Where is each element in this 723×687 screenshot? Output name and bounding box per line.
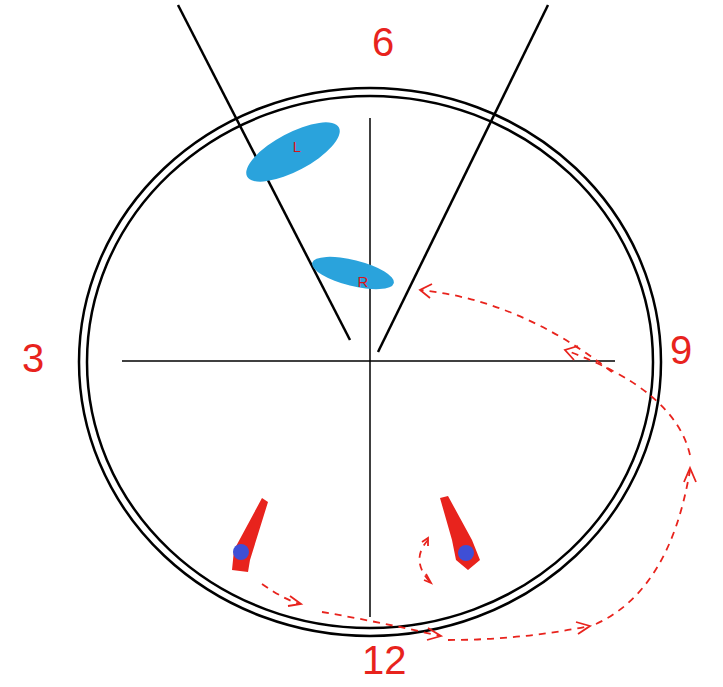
foot-label: L xyxy=(293,139,301,154)
vertical-axis xyxy=(369,118,371,617)
inner-ring xyxy=(87,96,653,628)
clock-number: 9 xyxy=(670,330,692,370)
outer-ring xyxy=(79,88,661,636)
horizontal-axis xyxy=(122,360,615,362)
clock-number: 12 xyxy=(362,640,407,680)
clock-number: 6 xyxy=(372,22,394,62)
target-line xyxy=(378,5,548,352)
club-head xyxy=(440,496,480,570)
footprint-shape xyxy=(308,252,398,294)
foot-label: R xyxy=(358,274,369,289)
footprint: R xyxy=(308,252,398,294)
clock-number: 3 xyxy=(22,338,44,378)
target-line xyxy=(178,5,350,340)
footprint: L xyxy=(240,120,346,184)
club-head xyxy=(232,498,268,572)
arrowhead xyxy=(288,284,696,640)
swing-path xyxy=(262,290,690,640)
